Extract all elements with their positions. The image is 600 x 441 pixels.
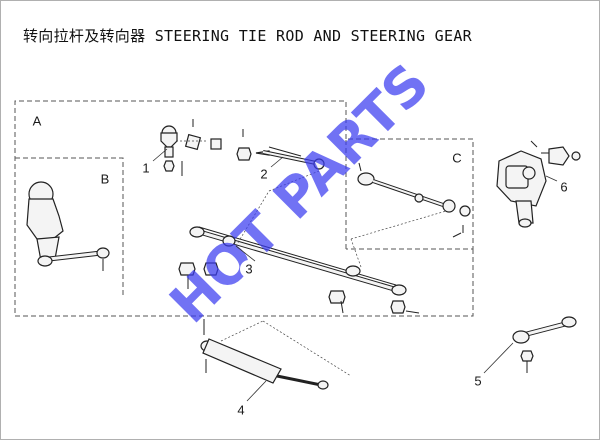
callout-3: 3 bbox=[235, 245, 258, 278]
group-c-label: C bbox=[452, 151, 461, 166]
svg-text:4: 4 bbox=[237, 403, 244, 418]
steering-gear-drawing bbox=[496, 140, 581, 228]
callout-1: 1 bbox=[137, 148, 168, 177]
callout-6: 6 bbox=[545, 175, 573, 196]
svg-text:1: 1 bbox=[142, 161, 149, 176]
center-link-drawing bbox=[178, 170, 447, 314]
callout-2: 2 bbox=[255, 156, 284, 183]
group-c-rod-drawing bbox=[357, 162, 471, 238]
callout-5: 5 bbox=[469, 342, 514, 390]
diagram-title: 转向拉杆及转向器 STEERING TIE ROD AND STEERING G… bbox=[23, 27, 472, 45]
idler-arm-drawing bbox=[512, 316, 577, 373]
group-b-label: B bbox=[101, 172, 110, 187]
group-a-label: A bbox=[33, 114, 42, 129]
svg-text:2: 2 bbox=[260, 167, 267, 182]
group-c-box bbox=[345, 138, 474, 250]
callout-4: 4 bbox=[232, 380, 267, 419]
group-a-box bbox=[14, 100, 474, 317]
group-b-box bbox=[15, 157, 124, 296]
svg-text:5: 5 bbox=[474, 374, 481, 389]
svg-text:3: 3 bbox=[245, 262, 252, 277]
svg-text:6: 6 bbox=[560, 180, 567, 195]
pitman-arm-drawing bbox=[26, 181, 110, 271]
tie-rod-drawing bbox=[255, 146, 325, 170]
ball-joint-drawing bbox=[160, 119, 252, 176]
steering-damper-drawing bbox=[200, 319, 352, 390]
